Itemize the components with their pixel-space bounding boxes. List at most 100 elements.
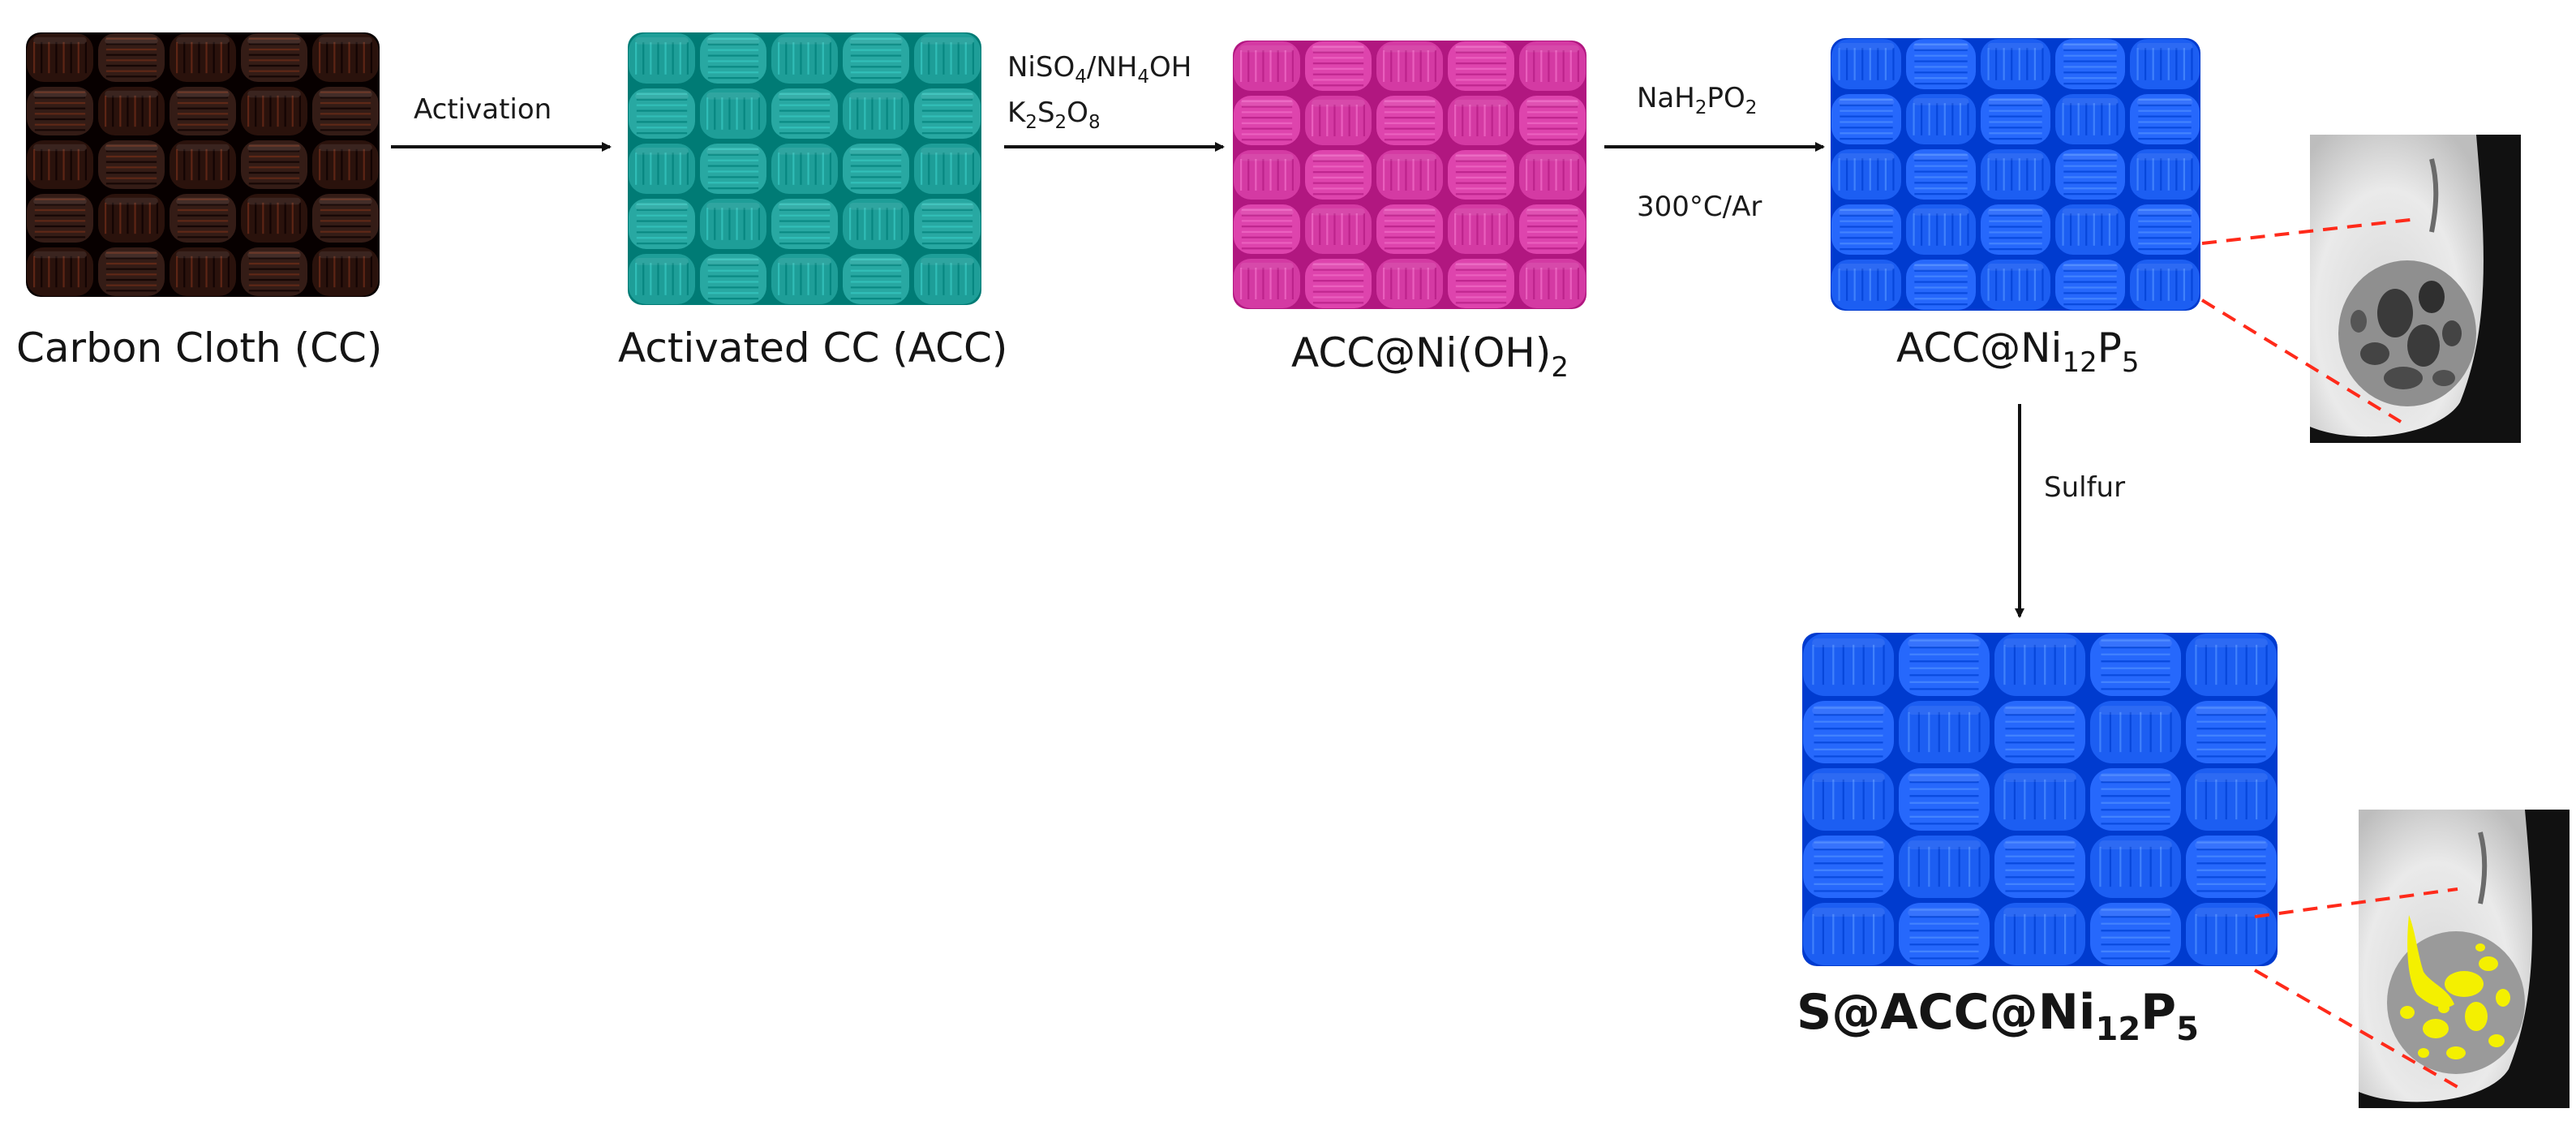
weave-tile [27, 87, 93, 135]
weave-tile [1803, 768, 1894, 831]
weave-tile [312, 247, 379, 296]
weave-tile [1376, 150, 1443, 200]
weave-tile [914, 88, 981, 139]
weave-tile [914, 199, 981, 249]
acc-nioh-label: ACC@Ni(OH)2 [1291, 329, 1569, 384]
weave-tile [843, 88, 909, 139]
weave-tile [629, 88, 695, 139]
weave-tile [1906, 39, 1976, 89]
weave-tile [914, 144, 981, 194]
weave-tile [1981, 260, 2050, 310]
weave-tile [1376, 204, 1443, 254]
weave-tile [700, 33, 766, 84]
acc-nip-weave [1831, 38, 2200, 311]
weave-tile [1234, 96, 1300, 145]
weave-tile [1448, 96, 1514, 145]
activated-cc-swatch [626, 31, 983, 307]
s-acc-nip-swatch [1801, 631, 2279, 968]
weave-tile [27, 247, 93, 296]
weave-tile [1831, 260, 1901, 310]
activated-cc-weave [628, 32, 981, 305]
weave-tile [1305, 96, 1372, 145]
weave-tile [2055, 39, 2125, 89]
weave-tile [1994, 634, 2085, 696]
weave-tile [170, 140, 236, 189]
weave-tile [914, 254, 981, 304]
weave-tile [1899, 634, 1990, 696]
weave-tile [1994, 836, 2085, 898]
weave-tile [629, 254, 695, 304]
weave-tile [1305, 150, 1372, 200]
weave-tile [1305, 41, 1372, 91]
weave-tile [312, 33, 379, 82]
weave-tile [1519, 96, 1586, 145]
weave-tile [1899, 903, 1990, 965]
weave-tile [27, 140, 93, 189]
weave-tile [843, 199, 909, 249]
weave-tile [2090, 768, 2181, 831]
weave-tile [2090, 634, 2181, 696]
weave-tile [1376, 259, 1443, 308]
ni-deposition-reagent-2: K2S2O8 [1007, 97, 1101, 133]
weave-tile [312, 140, 379, 189]
sem-image-sulfur-filled-fiber [2359, 810, 2570, 1108]
weave-tile [1305, 259, 1372, 308]
weave-tile [700, 88, 766, 139]
weave-tile [1994, 701, 2085, 763]
weave-tile [2186, 701, 2277, 763]
weave-tile [843, 33, 909, 84]
ni-deposition-reagent-1: NiSO4/NH4OH [1007, 51, 1192, 88]
weave-tile [2055, 94, 2125, 144]
weave-tile [1305, 204, 1372, 254]
weave-tile [700, 144, 766, 194]
weave-tile [914, 33, 981, 84]
weave-tile [1994, 903, 2085, 965]
weave-tile [2130, 149, 2200, 200]
weave-tile [843, 144, 909, 194]
weave-tile [2090, 701, 2181, 763]
weave-tile [241, 194, 307, 243]
weave-tile [1899, 768, 1990, 831]
weave-tile [27, 194, 93, 243]
weave-tile [1981, 94, 2050, 144]
weave-tile [1519, 150, 1586, 200]
weave-tile [1234, 41, 1300, 91]
weave-tile [98, 140, 165, 189]
weave-tile [2130, 260, 2200, 310]
weave-tile [2055, 149, 2125, 200]
activation-label: Activation [414, 93, 552, 126]
weave-tile [2186, 768, 2277, 831]
weave-tile [1899, 836, 1990, 898]
weave-tile [1906, 204, 1976, 255]
weave-tile [2130, 204, 2200, 255]
weave-tile [241, 87, 307, 135]
weave-tile [1906, 94, 1976, 144]
weave-tile [1234, 204, 1300, 254]
weave-tile [170, 247, 236, 296]
weave-tile [771, 144, 838, 194]
phosphidation-reagent: NaH2PO2 [1637, 82, 1758, 118]
weave-tile [1981, 39, 2050, 89]
weave-tile [1234, 259, 1300, 308]
weave-tile [1906, 260, 1976, 310]
weave-tile [1448, 41, 1514, 91]
weave-tile [700, 254, 766, 304]
weave-tile [98, 247, 165, 296]
s-acc-nip-label: S@ACC@Ni12P5 [1797, 984, 2199, 1048]
acc-nioh-weave [1233, 41, 1586, 309]
weave-tile [1448, 259, 1514, 308]
weave-tile [2186, 836, 2277, 898]
weave-tile [312, 87, 379, 135]
weave-tile [27, 33, 93, 82]
weave-tile [2090, 836, 2181, 898]
weave-tile [2130, 94, 2200, 144]
weave-tile [1803, 701, 1894, 763]
weave-tile [170, 194, 236, 243]
weave-tile [1803, 903, 1894, 965]
carbon-cloth-weave [26, 32, 380, 297]
weave-tile [241, 33, 307, 82]
weave-tile [1831, 204, 1901, 255]
weave-tile [1519, 259, 1586, 308]
s-acc-nip-weave [1802, 633, 2278, 966]
weave-tile [1899, 701, 1990, 763]
